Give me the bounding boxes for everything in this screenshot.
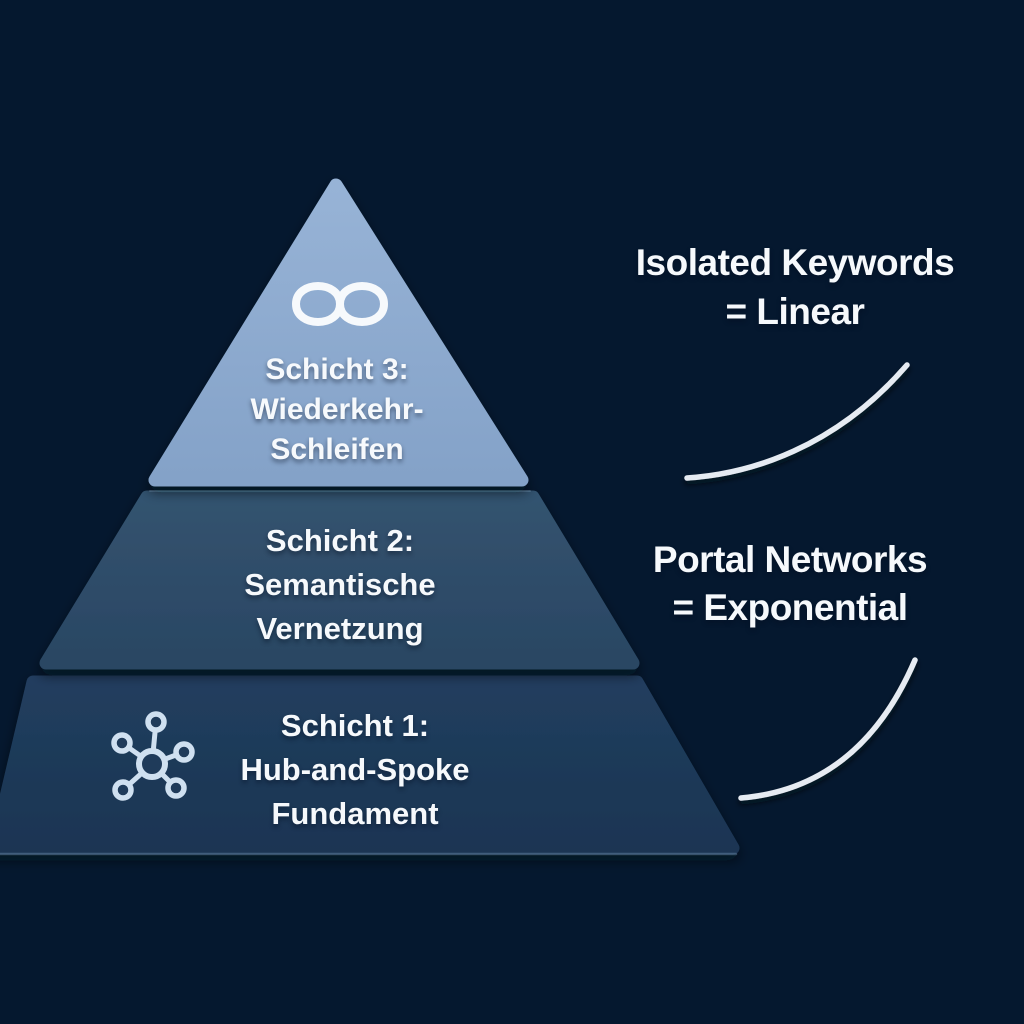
pyramid-layer-2-label: Schicht 2: Semantische Vernetzung bbox=[180, 519, 500, 651]
annotation-isolated-keywords: Isolated Keywords = Linear bbox=[595, 238, 995, 336]
layer-2-line-3: Vernetzung bbox=[256, 611, 424, 646]
layer-1-line-3: Fundament bbox=[271, 796, 439, 831]
pyramid-layer-3-label: Schicht 3: Wiederkehr- Schleifen bbox=[177, 350, 497, 470]
hub-and-spoke-icon bbox=[111, 711, 195, 801]
layer-3-line-3: Schleifen bbox=[270, 433, 404, 466]
layer-3-line-2: Wiederkehr- bbox=[250, 393, 424, 426]
pyramid-layer-3-shape bbox=[148, 178, 529, 487]
annotation-b-line-1: Portal Networks bbox=[652, 539, 928, 580]
annotation-b-line-2: = Exponential bbox=[672, 587, 908, 628]
growth-curve-steep bbox=[738, 657, 918, 801]
layer-3-line-1: Schicht 3: bbox=[265, 353, 409, 386]
layer-2-line-1: Schicht 2: bbox=[265, 523, 415, 558]
growth-curve-shallow bbox=[684, 362, 910, 481]
annotation-a-line-2: = Linear bbox=[725, 291, 865, 332]
layer-2-line-2: Semantische bbox=[244, 567, 436, 602]
annotation-portal-networks: Portal Networks = Exponential bbox=[590, 536, 990, 632]
pyramid-layer-2-shape bbox=[39, 490, 640, 670]
pyramid-layer-1-shape bbox=[0, 675, 740, 855]
layer-1-line-2: Hub-and-Spoke bbox=[240, 752, 470, 787]
pyramid-layer-1-label: Schicht 1: Hub-and-Spoke Fundament bbox=[195, 704, 515, 836]
layer-1-line-1: Schicht 1: bbox=[280, 708, 430, 743]
annotation-a-line-1: Isolated Keywords bbox=[635, 242, 955, 283]
infinity-icon bbox=[292, 282, 388, 326]
